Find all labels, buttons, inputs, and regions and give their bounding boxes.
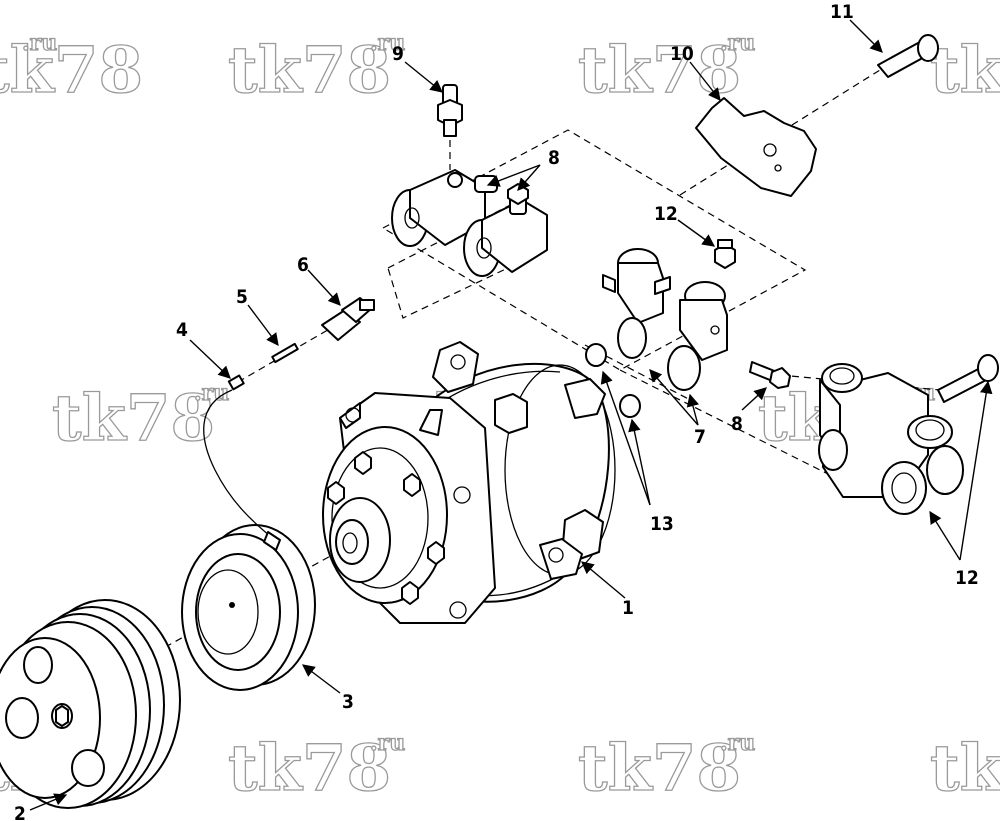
watermark-main: tk78 [228, 33, 391, 108]
watermark-main: tk78 [930, 33, 1000, 108]
watermark: tk78 .ru [577, 29, 756, 108]
callout-8-lower: 8 [731, 413, 743, 435]
watermark-main: tk78 [930, 731, 1000, 806]
compressor-part [322, 341, 616, 624]
callout-labels: 1 2 3 4 5 6 7 8 8 9 10 11 12 12 13 [14, 1, 979, 821]
connector-part [321, 297, 375, 341]
pulley-part [0, 599, 181, 809]
callout-10: 10 [670, 43, 694, 65]
watermark-suffix: .ru [22, 30, 57, 56]
manifold-12-part [818, 354, 999, 515]
callout-7: 7 [694, 426, 706, 448]
watermark-suffix: .ru [720, 30, 755, 56]
fitting-9-part [437, 84, 463, 137]
fitting-8-small-part [749, 361, 791, 389]
sensor-wire-part [203, 374, 281, 551]
callout-5: 5 [236, 286, 248, 308]
watermark-suffix: .ru [370, 30, 405, 56]
dashed-group-box [381, 129, 807, 371]
dashed-bolt-line [679, 69, 881, 196]
elbow-7-right-part [667, 281, 728, 391]
watermark-main: tk78 [52, 381, 215, 456]
clutch-coil-part [181, 524, 316, 691]
watermark: tk78 .ru [227, 29, 406, 108]
watermark: tk78 .ru [577, 729, 756, 806]
callout-13: 13 [650, 513, 674, 535]
watermark: tk78 .ru [0, 29, 144, 108]
watermark: tk78 [929, 730, 1000, 806]
dashed-oring-line [584, 344, 701, 406]
plug-12-part [714, 239, 736, 269]
bracket-10-part [695, 97, 817, 197]
callout-12-lower: 12 [955, 567, 979, 589]
elbow-7-left-part [602, 248, 671, 359]
leader-lines [29, 19, 993, 811]
dashed-manifold-line [619, 369, 861, 491]
callout-6: 6 [297, 254, 309, 276]
orings-13-part [585, 343, 641, 418]
callout-2: 2 [14, 803, 26, 821]
watermark-main: tk78 [578, 731, 741, 806]
watermark-main: tk78 [0, 33, 143, 108]
watermark-main: tk78 [578, 33, 741, 108]
watermark: tk78 .ru [227, 729, 406, 806]
watermark: tk78 .ru [51, 379, 230, 456]
callout-11: 11 [830, 1, 854, 23]
watermark-suffix: .ru [720, 730, 755, 756]
callout-12-upper: 12 [654, 203, 678, 225]
bolt-11-part [877, 34, 939, 78]
callout-8-upper: 8 [548, 147, 560, 169]
valve-8-lower-part [463, 183, 548, 277]
pin-part [271, 342, 299, 364]
callout-3: 3 [342, 691, 354, 713]
callout-9: 9 [392, 43, 404, 65]
watermark-main: tk78 [228, 731, 391, 806]
valve-8-upper-part [391, 169, 498, 247]
callout-4: 4 [176, 319, 188, 341]
callout-1: 1 [622, 597, 634, 619]
watermark-suffix: .ru [370, 730, 405, 756]
watermark: tk78 [929, 32, 1000, 108]
watermark-suffix: .ru [194, 380, 229, 406]
